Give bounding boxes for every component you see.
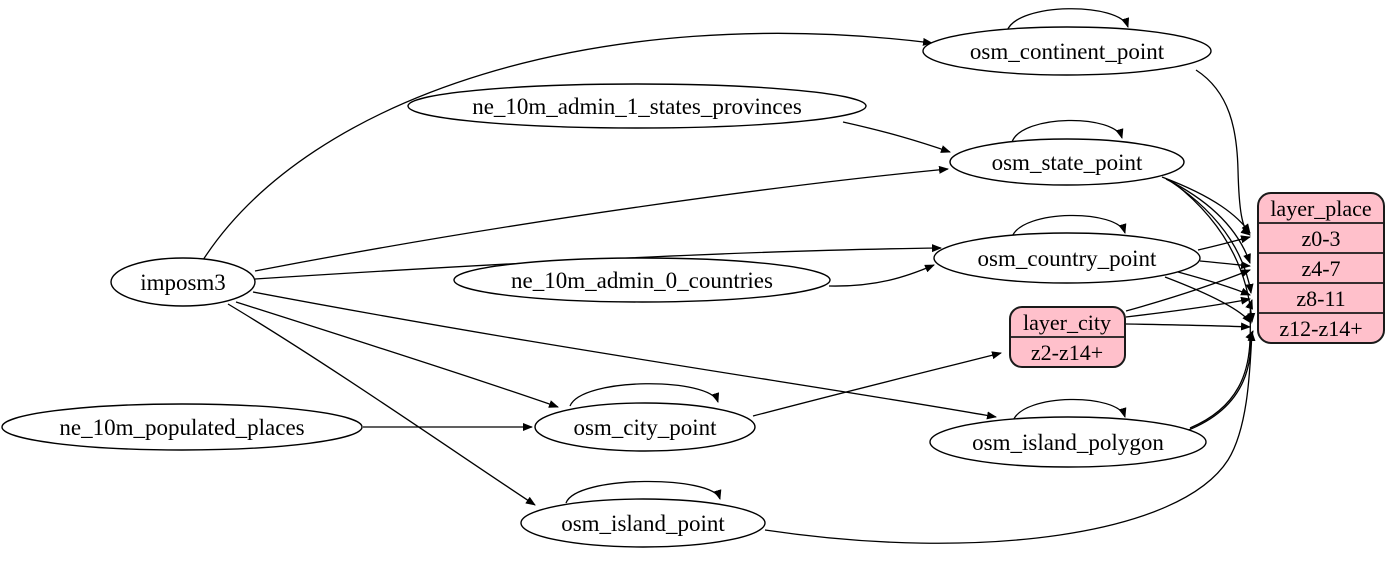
osm_state_point-label: osm_state_point xyxy=(992,150,1143,175)
edge-imposm3-to-osm_continent_point xyxy=(202,32,933,261)
edge-osm_country_point-to-layer_place-z4-7 xyxy=(1199,260,1251,270)
edge-osm_state_point-to-layer_place-z0-3 xyxy=(1161,176,1251,234)
selfloop-osm_island_point xyxy=(565,480,722,504)
node-osm_island_polygon: osm_island_polygon xyxy=(929,416,1207,468)
layer_city-title: layer_city xyxy=(1023,310,1111,335)
edge-osm_state_point-to-layer_place-z4-7 xyxy=(1165,178,1251,264)
osm_continent_point-shape xyxy=(922,26,1212,76)
layer_place-row-z0-3: z0-3 xyxy=(1301,226,1340,251)
node-osm_state_point: osm_state_point xyxy=(949,138,1185,186)
node-imposm3: imposm3 xyxy=(110,257,256,307)
imposm3-shape xyxy=(110,257,256,307)
osm_island_polygon-label: osm_island_polygon xyxy=(972,430,1164,455)
layer_city-row-z2-z14: z2-z14+ xyxy=(1031,340,1103,365)
osm_state_point-shape xyxy=(949,138,1185,186)
edge-imposm3-to-osm_island_polygon xyxy=(252,291,997,420)
ne_10m_populated_places-shape xyxy=(1,403,363,451)
layer_place-row-z8-11: z8-11 xyxy=(1296,286,1345,311)
edges xyxy=(202,8,1256,544)
osm_country_point-label: osm_country_point xyxy=(978,246,1157,271)
edge-osm_island_polygon-to-layer_place-z12-z14 xyxy=(1185,330,1254,432)
ne_10m_admin_1_states_provinces-shape xyxy=(407,83,867,129)
edge-ne_10m_admin_0_countries-to-osm_country_point xyxy=(828,264,935,287)
edge-osm_country_point-to-layer_place-z12-z14 xyxy=(1164,276,1252,324)
layer_place-shape xyxy=(1257,192,1385,344)
edge-imposm3-to-osm_island_point xyxy=(227,303,536,506)
node-layer_place: layer_place z0-3 z4-7 z8-11 z12-z14+ xyxy=(1257,192,1385,344)
osm_country_point-shape xyxy=(933,232,1201,284)
node-osm_island_point: osm_island_point xyxy=(520,498,766,548)
ne_10m_admin_0_countries-label: ne_10m_admin_0_countries xyxy=(511,268,773,293)
ne_10m_admin_1_states_provinces-label: ne_10m_admin_1_states_provinces xyxy=(472,94,802,119)
osm_city_point-shape xyxy=(534,402,756,452)
ne_10m_admin_0_countries-shape xyxy=(453,257,831,303)
edge-layer_city-to-layer_place-z12-z14 xyxy=(1125,322,1251,331)
osm_island_point-label: osm_island_point xyxy=(561,511,725,536)
osm_city_point-label: osm_city_point xyxy=(573,415,717,440)
edge-imposm3-to-osm_city_point xyxy=(235,301,559,408)
osm_continent_point-label: osm_continent_point xyxy=(970,39,1165,64)
edge-layer_city-to-layer_place-z4-7 xyxy=(1125,269,1251,312)
node-osm_country_point: osm_country_point xyxy=(933,232,1201,284)
edge-layer_city-to-layer_place-z8-11 xyxy=(1125,296,1251,318)
layer_place-title: layer_place xyxy=(1270,196,1371,221)
imposm3-label: imposm3 xyxy=(140,270,226,295)
selfloop-osm_continent_point xyxy=(1006,8,1130,32)
edge-osm_island_point-to-layer_place-z12-z14 xyxy=(764,331,1256,544)
node-ne_10m_admin_0_countries: ne_10m_admin_0_countries xyxy=(453,257,831,303)
selfloop-osm_city_point xyxy=(569,383,720,407)
selfloop-osm_island_polygon xyxy=(1012,398,1127,422)
edge-imposm3-to-osm_state_point xyxy=(254,165,949,272)
node-ne_10m_admin_1_states_provinces: ne_10m_admin_1_states_provinces xyxy=(407,83,867,129)
node-ne_10m_populated_places: ne_10m_populated_places xyxy=(1,403,363,451)
edge-ne_10m_admin_1_states_provinces-to-osm_state_point xyxy=(842,121,951,153)
edge-osm_island_polygon-to-layer_place-z8-11 xyxy=(1189,299,1253,429)
edge-osm_country_point-to-layer_place-z0-3 xyxy=(1197,235,1251,251)
selfloop-osm_country_point xyxy=(1011,214,1127,238)
edge-osm_city_point-to-layer_city-z2-z14 xyxy=(752,351,1002,417)
node-osm_city_point: osm_city_point xyxy=(534,402,756,452)
osm_island_point-shape xyxy=(520,498,766,548)
node-osm_continent_point: osm_continent_point xyxy=(922,26,1212,76)
osm_island_polygon-shape xyxy=(929,416,1207,468)
layer_place-row-z12-z14: z12-z14+ xyxy=(1279,316,1362,341)
node-layer_city: layer_city z2-z14+ xyxy=(1009,306,1126,368)
edge-osm_country_point-to-layer_place-z8-11 xyxy=(1177,271,1251,296)
ne_10m_populated_places-label: ne_10m_populated_places xyxy=(59,415,304,440)
layer_place-row-z4-7: z4-7 xyxy=(1301,256,1340,281)
selfloop-osm_state_point xyxy=(1011,119,1124,143)
